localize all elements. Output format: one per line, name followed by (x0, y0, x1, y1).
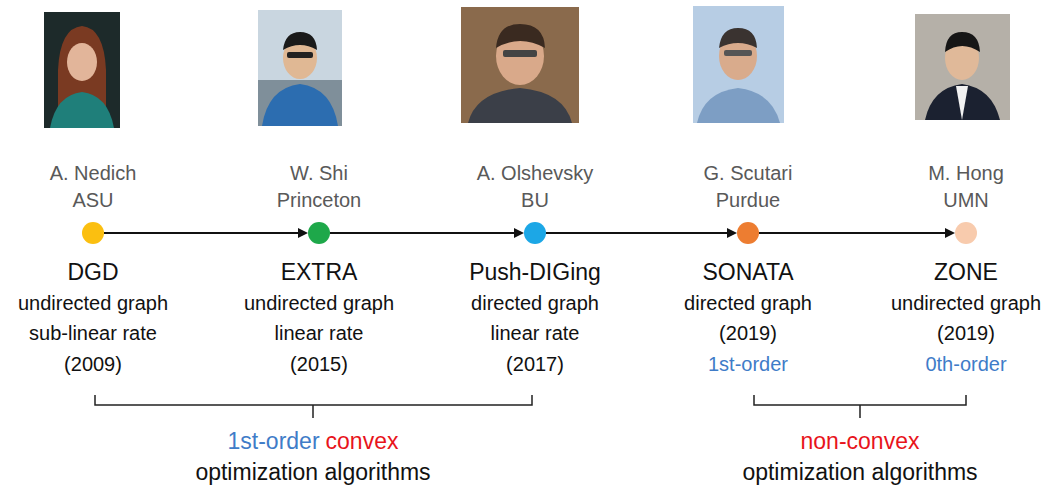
descriptor: undirected graph (18, 292, 168, 315)
person-name: A. Nedich (50, 162, 137, 185)
timeline-dot: G. ScutariPurdueSONATAdirected graph(201… (737, 222, 759, 244)
group-label: optimization algorithms (742, 459, 977, 485)
label-line: optimization algorithms (195, 459, 430, 485)
institution: UMN (943, 189, 989, 212)
descriptor: 0th-order (925, 353, 1006, 376)
person-name: G. Scutari (704, 162, 793, 185)
descriptor: undirected graph (891, 292, 1041, 315)
arrow-head (298, 228, 308, 238)
descriptor: (2019) (937, 322, 995, 345)
portrait-photo (258, 10, 342, 126)
arrow-shaft (546, 232, 727, 234)
algorithm-name: DGD (67, 259, 118, 285)
algorithm-name: SONATA (702, 259, 793, 285)
descriptor: (2019) (719, 322, 777, 345)
timeline-dot: A. OlshevskyBUPush-DIGingdirected graphl… (524, 222, 546, 244)
label-line: non-convex (801, 428, 920, 454)
portrait-photo (461, 7, 579, 123)
institution: BU (521, 189, 549, 212)
timeline-arrow (104, 228, 308, 238)
descriptor: (2017) (506, 353, 564, 376)
descriptor: linear rate (491, 322, 580, 345)
group-label: 1st-order (228, 428, 320, 454)
arrow-head (727, 228, 737, 238)
institution: Purdue (716, 189, 781, 212)
bracket (754, 395, 966, 418)
portrait-photo (915, 14, 1010, 120)
bracket (95, 395, 532, 418)
person-name: A. Olshevsky (477, 162, 594, 185)
descriptor: (2009) (64, 353, 122, 376)
person-name: W. Shi (290, 162, 348, 185)
arrow-head (514, 228, 524, 238)
descriptor: directed graph (684, 292, 812, 315)
timeline-arrow (330, 228, 524, 238)
arrow-shaft (330, 232, 514, 234)
algorithm-name: Push-DIGing (469, 259, 601, 285)
institution: ASU (72, 189, 113, 212)
algorithm-name: EXTRA (281, 259, 358, 285)
descriptor: 1st-order (708, 353, 788, 376)
group-label: optimization algorithms (195, 459, 430, 485)
arrow-shaft (104, 232, 298, 234)
descriptor: directed graph (471, 292, 599, 315)
group-label: non-convex (801, 428, 920, 454)
descriptor: linear rate (275, 322, 364, 345)
label-line: 1st-orderconvex (228, 428, 399, 454)
timeline-dot: A. NedichASUDGDundirected graphsub-linea… (82, 222, 104, 244)
label-line: optimization algorithms (742, 459, 977, 485)
arrow-shaft (759, 232, 945, 234)
descriptor: sub-linear rate (29, 322, 157, 345)
person-name: M. Hong (928, 162, 1004, 185)
portrait-photo (44, 12, 120, 128)
descriptor: undirected graph (244, 292, 394, 315)
descriptor: (2015) (290, 353, 348, 376)
timeline-arrow (546, 228, 737, 238)
timeline-dot: W. ShiPrincetonEXTRAundirected graphline… (308, 222, 330, 244)
timeline-dot: M. HongUMNZONEundirected graph(2019)0th-… (955, 222, 977, 244)
algorithm-name: ZONE (934, 259, 998, 285)
institution: Princeton (277, 189, 362, 212)
group-label: convex (326, 428, 399, 454)
timeline-arrow (759, 228, 955, 238)
arrow-head (945, 228, 955, 238)
portrait-photo (693, 6, 784, 123)
